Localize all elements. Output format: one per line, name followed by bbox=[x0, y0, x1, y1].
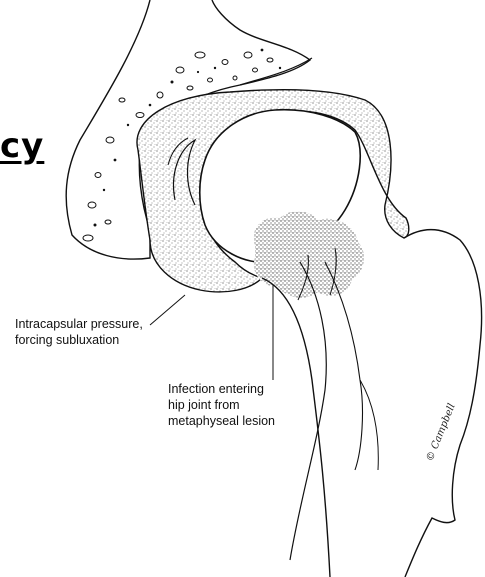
label-infection-entering: Infection entering hip joint from metaph… bbox=[168, 381, 275, 429]
label-intracapsular-pressure: Intracapsular pressure, forcing subluxat… bbox=[15, 316, 143, 348]
label-line: Intracapsular pressure, bbox=[15, 316, 143, 332]
label-line: metaphyseal lesion bbox=[168, 413, 275, 429]
label-line: hip joint from bbox=[168, 397, 275, 413]
label-line: Infection entering bbox=[168, 381, 275, 397]
artist-signature: © Campbell bbox=[425, 402, 458, 463]
leader-pressure bbox=[150, 295, 185, 325]
slide-heading-fragment: cy bbox=[0, 126, 44, 166]
metaphyseal-lesion bbox=[254, 211, 364, 297]
greater-trochanter bbox=[404, 230, 482, 577]
pelvis-upper-line bbox=[240, 58, 312, 85]
label-line: forcing subluxation bbox=[15, 332, 143, 348]
